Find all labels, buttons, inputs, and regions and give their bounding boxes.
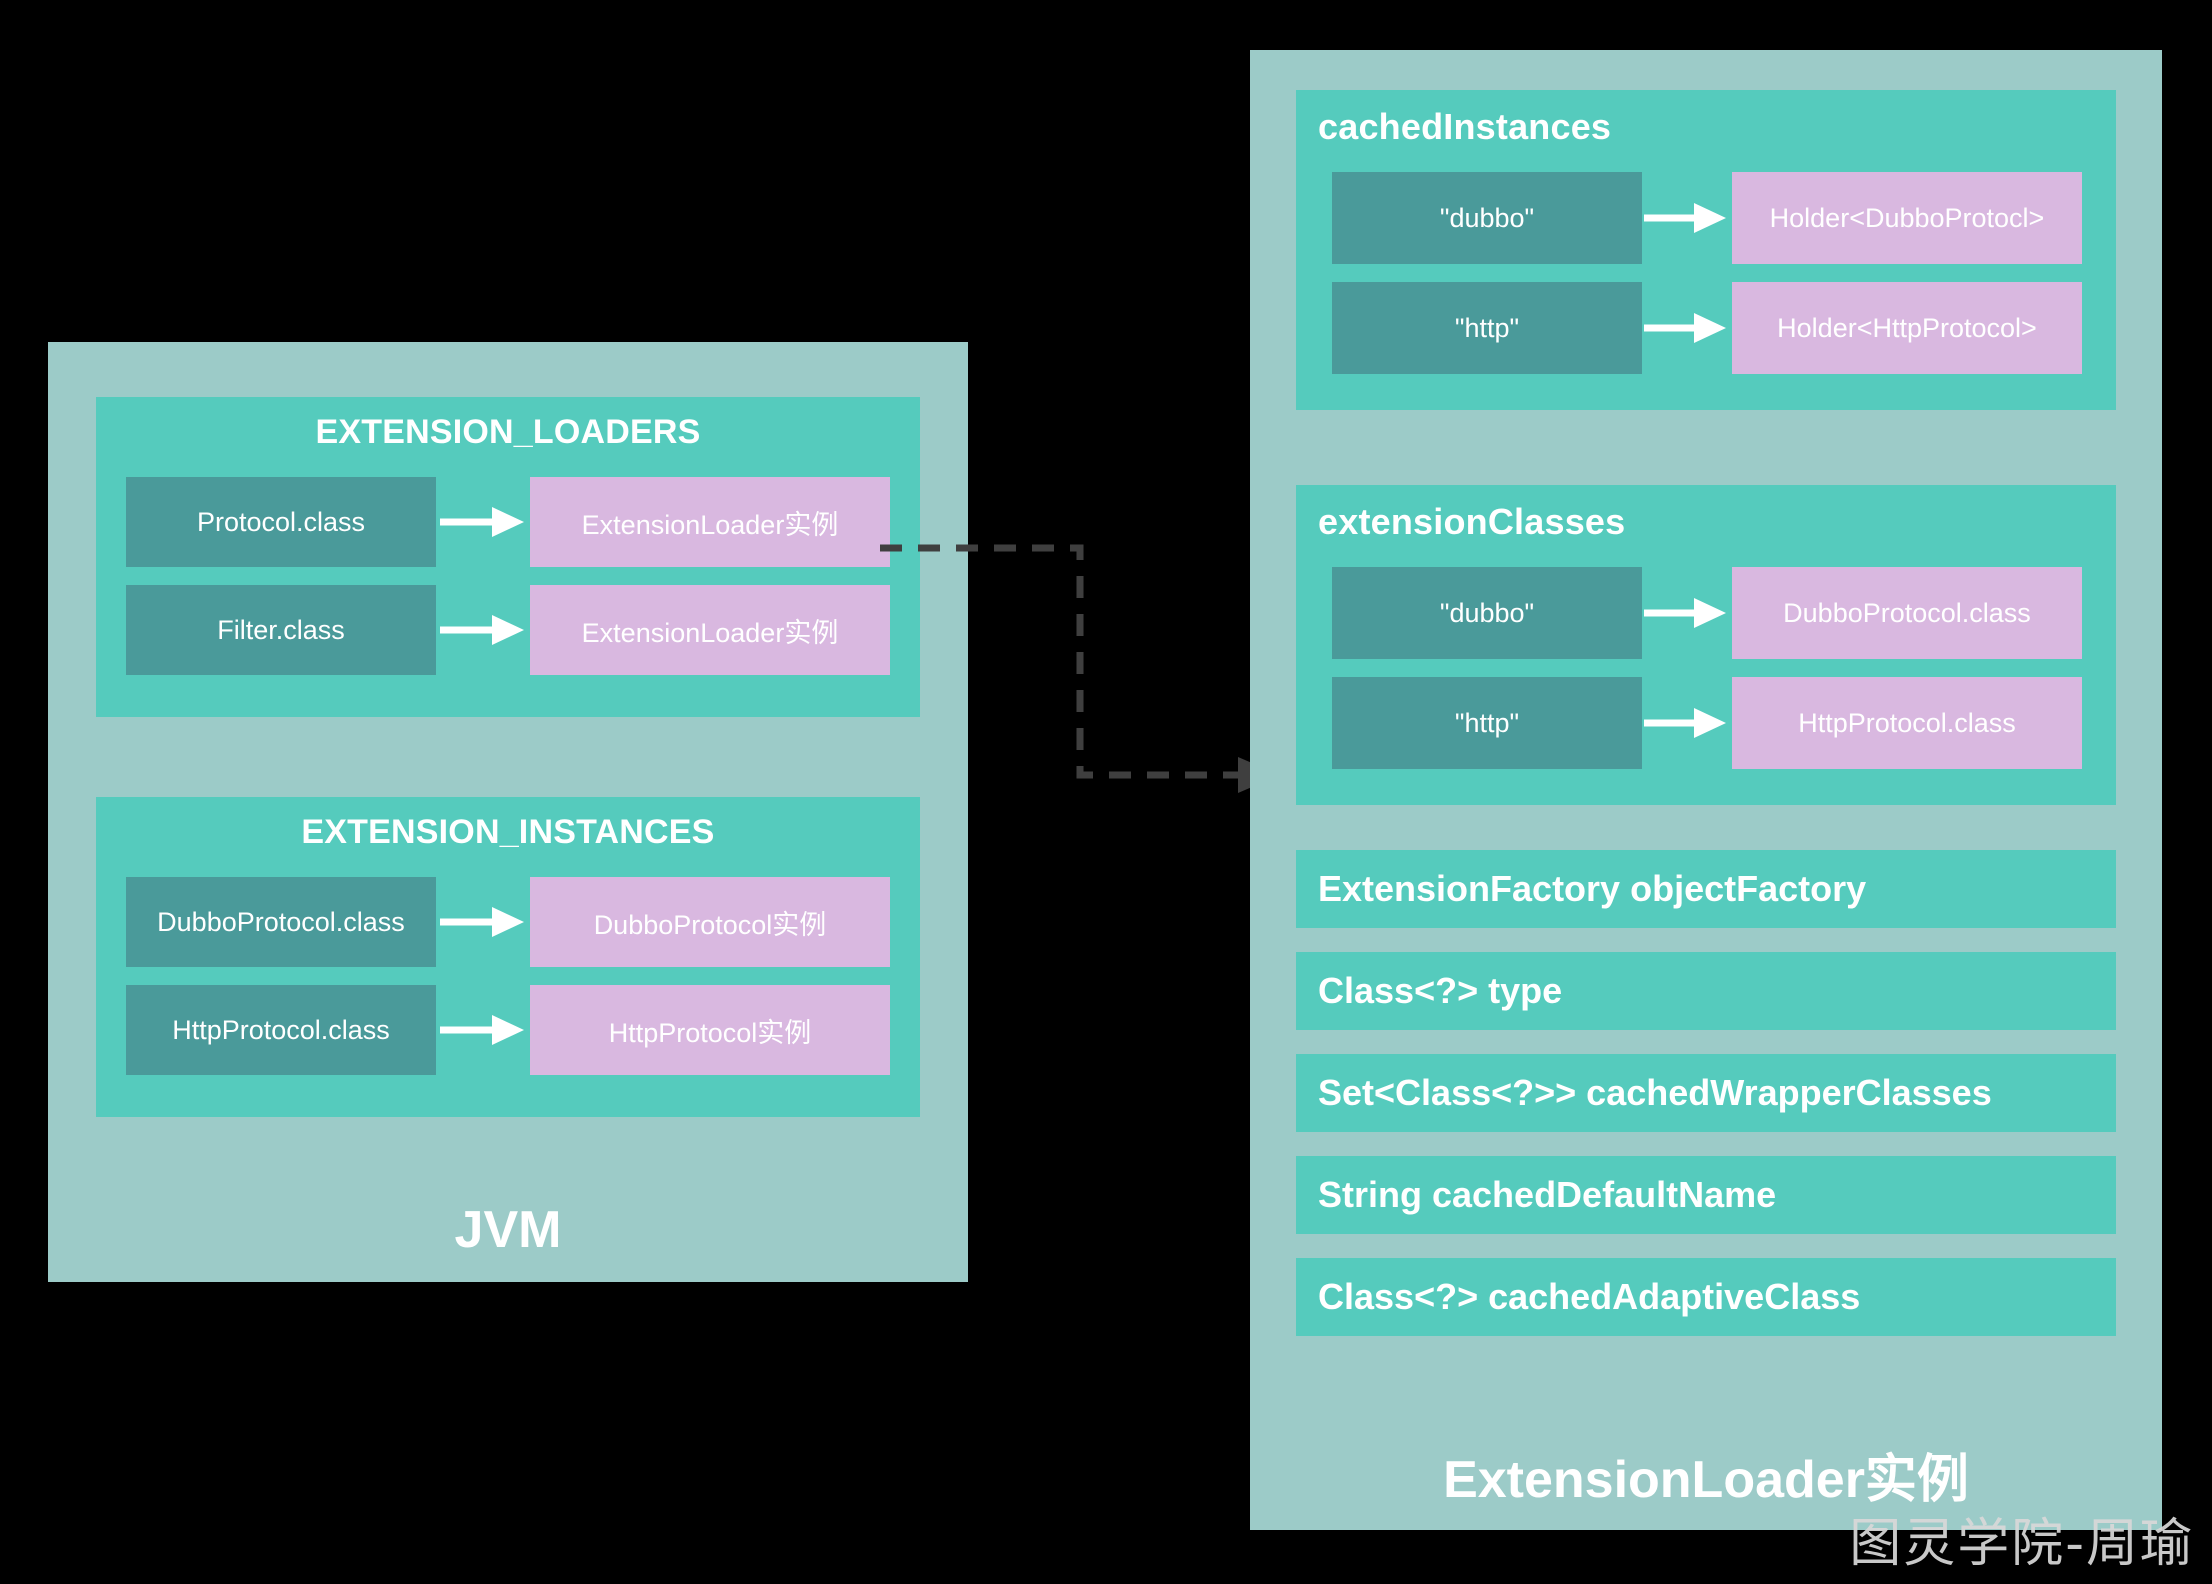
key-box: "dubbo" [1332, 567, 1642, 659]
value-box: DubboProtocol实例 [530, 877, 890, 967]
field-row-object-factory: ExtensionFactory objectFactory [1296, 850, 2116, 928]
extension-loader-panel: cachedInstances "dubbo" Holder<DubboProt… [1250, 50, 2162, 1530]
extension-classes-title: extensionClasses [1318, 501, 1626, 542]
watermark: 图灵学院-周瑜 [1849, 1514, 2194, 1574]
table-row: "dubbo" Holder<DubboProtocl> [1332, 172, 2082, 264]
table-row: Protocol.class ExtensionLoader实例 [126, 477, 890, 567]
table-row: "dubbo" DubboProtocol.class [1332, 567, 2082, 659]
cached-instances-rows: "dubbo" Holder<DubboProtocl> "http" [1332, 172, 2082, 374]
value-box: Holder<DubboProtocl> [1732, 172, 2082, 264]
table-row: Filter.class ExtensionLoader实例 [126, 585, 890, 675]
extension-classes-group: extensionClasses "dubbo" DubboProtocol.c… [1296, 485, 2116, 805]
table-row: HttpProtocol.class HttpProtocol实例 [126, 985, 890, 1075]
extension-instances-group: EXTENSION_INSTANCES DubboProtocol.class … [96, 797, 920, 1117]
extension-instances-title: EXTENSION_INSTANCES [301, 813, 715, 851]
field-row-type: Class<?> type [1296, 952, 2116, 1030]
table-row: DubboProtocol.class DubboProtocol实例 [126, 877, 890, 967]
table-row: "http" Holder<HttpProtocol> [1332, 282, 2082, 374]
arrow-right-icon [436, 477, 530, 567]
arrow-right-icon [1642, 172, 1732, 264]
field-row-cached-adaptive-class: Class<?> cachedAdaptiveClass [1296, 1258, 2116, 1336]
jvm-panel: EXTENSION_LOADERS Protocol.class Extensi… [48, 342, 968, 1282]
extension-loader-label: ExtensionLoader实例 [1443, 1451, 1969, 1509]
value-box: ExtensionLoader实例 [530, 477, 890, 567]
arrow-right-icon [1642, 677, 1732, 769]
field-row-cached-wrapper-classes: Set<Class<?>> cachedWrapperClasses [1296, 1054, 2116, 1132]
extension-classes-rows: "dubbo" DubboProtocol.class "http" [1332, 567, 2082, 769]
key-box: "http" [1332, 282, 1642, 374]
extension-instances-rows: DubboProtocol.class DubboProtocol实例 Http… [126, 877, 890, 1075]
key-box: "dubbo" [1332, 172, 1642, 264]
extension-loaders-rows: Protocol.class ExtensionLoader实例 Filter.… [126, 477, 890, 675]
arrow-right-icon [436, 585, 530, 675]
key-box: HttpProtocol.class [126, 985, 436, 1075]
cached-instances-group: cachedInstances "dubbo" Holder<DubboProt… [1296, 90, 2116, 410]
jvm-label: JVM [454, 1201, 562, 1259]
arrow-right-icon [436, 877, 530, 967]
field-row-cached-default-name: String cachedDefaultName [1296, 1156, 2116, 1234]
key-box: DubboProtocol.class [126, 877, 436, 967]
key-box: Filter.class [126, 585, 436, 675]
table-row: "http" HttpProtocol.class [1332, 677, 2082, 769]
cached-instances-title: cachedInstances [1318, 106, 1612, 147]
extension-loaders-group: EXTENSION_LOADERS Protocol.class Extensi… [96, 397, 920, 717]
value-box: HttpProtocol.class [1732, 677, 2082, 769]
arrow-right-icon [1642, 567, 1732, 659]
key-box: "http" [1332, 677, 1642, 769]
extension-loaders-title: EXTENSION_LOADERS [315, 413, 701, 451]
value-box: DubboProtocol.class [1732, 567, 2082, 659]
arrow-right-icon [1642, 282, 1732, 374]
value-box: Holder<HttpProtocol> [1732, 282, 2082, 374]
arrow-right-icon [436, 985, 530, 1075]
value-box: HttpProtocol实例 [530, 985, 890, 1075]
value-box: ExtensionLoader实例 [530, 585, 890, 675]
key-box: Protocol.class [126, 477, 436, 567]
